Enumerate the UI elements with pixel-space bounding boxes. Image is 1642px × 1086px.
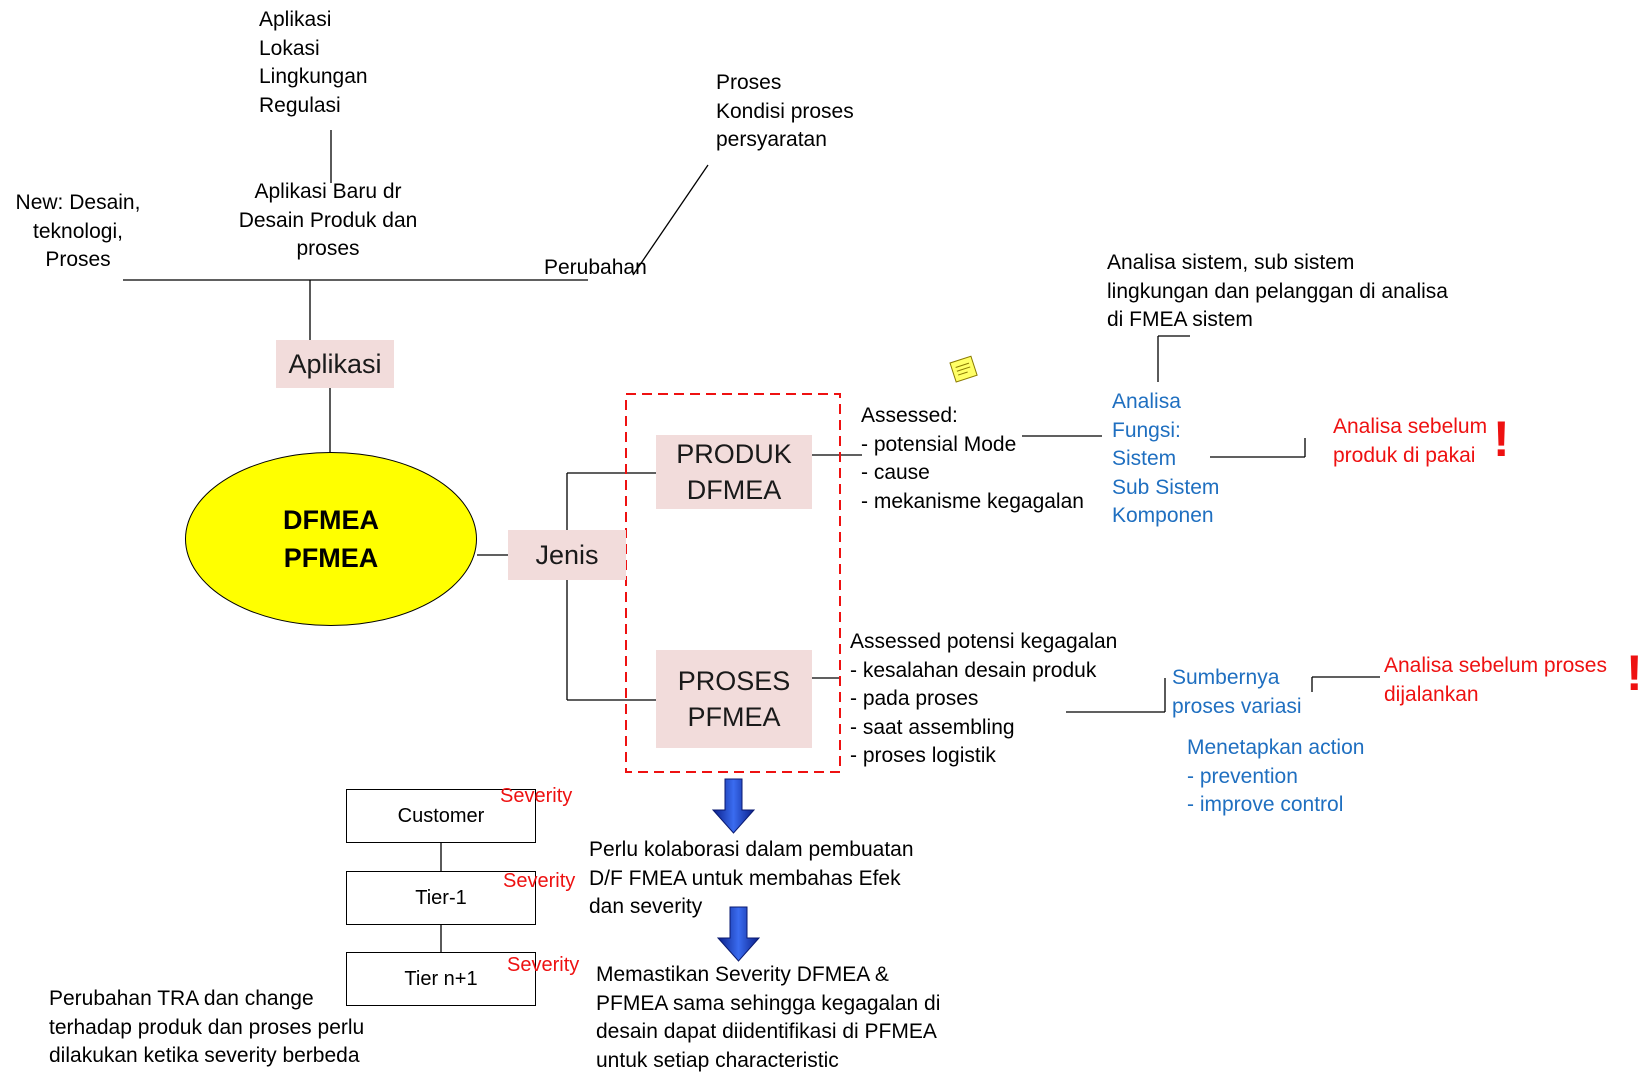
produk-dfmea-box: PRODUK DFMEA [656, 435, 812, 509]
text-line: terhadap produk dan proses perlu [49, 1015, 365, 1039]
text-line: Memastikan Severity DFMEA & [596, 963, 889, 986]
fmea-oval: DFMEA PFMEA [185, 452, 477, 626]
analisa-sistem-text: Analisa sistem, sub sistem lingkungan da… [1107, 249, 1448, 335]
text-line: dijalankan [1384, 682, 1479, 706]
text-line: Fungsi: [1112, 418, 1181, 442]
box-line: PROSES [677, 666, 791, 696]
text-line: dan severity [589, 895, 703, 918]
text-line: desain dapat diidentifikasi di PFMEA [596, 1020, 937, 1043]
text-line: PFMEA sama sehingga kegagalan di [596, 991, 941, 1015]
text-line: Assessed: [861, 404, 958, 427]
text-line: - proses logistik [850, 744, 996, 767]
text-line: Assessed potensi kegagalan [850, 630, 1118, 653]
warning-produk-text: Analisa sebelum produk di pakai [1333, 413, 1487, 470]
kolaborasi-text: Perlu kolaborasi dalam pembuatan D/F FME… [589, 836, 914, 922]
text-line: produk di pakai [1333, 443, 1476, 467]
note-icon [949, 355, 978, 383]
perubahan-tra-text: Perubahan TRA dan change terhadap produk… [49, 985, 364, 1071]
label-line: Desain Produk dan [238, 208, 418, 232]
process-change-list: Proses Kondisi proses persyaratan [716, 69, 854, 155]
severity-label: Severity [507, 954, 580, 976]
jenis-box: Jenis [508, 530, 626, 580]
down-arrow-icon [711, 778, 756, 834]
assessed-produk-text: Assessed: - potensial Mode - cause - mek… [861, 402, 1084, 516]
text-line: Analisa sistem, sub sistem [1107, 251, 1355, 274]
list-item: Lingkungan [259, 65, 368, 88]
text-line: Sumbernya [1172, 666, 1280, 689]
text-line: di FMEA sistem [1107, 308, 1253, 331]
label-line: proses [296, 237, 360, 260]
box-line: PFMEA [687, 702, 781, 732]
text-line: Komponen [1112, 504, 1214, 527]
text-line: - mekanisme kegagalan [861, 489, 1084, 513]
text-line: - kesalahan desain produk [850, 658, 1097, 682]
aplikasi-box: Aplikasi [276, 340, 394, 388]
text-line: - saat assembling [850, 715, 1015, 739]
text-line: Sistem [1112, 447, 1177, 470]
severity-label: Severity [503, 870, 576, 892]
oval-line: PFMEA [283, 543, 379, 573]
text-line: Perlu kolaborasi dalam pembuatan [589, 838, 914, 861]
list-item: persyaratan [716, 128, 827, 151]
exclamation-icon: ! [1626, 645, 1642, 701]
label-line: New: Desain, [15, 191, 141, 214]
list-item: Lokasi [259, 36, 320, 60]
proses-pfmea-box: PROSES PFMEA [656, 650, 812, 748]
text-line: Analisa sebelum proses [1384, 654, 1607, 677]
text-line: - cause [861, 461, 930, 484]
application-factors-list: Aplikasi Lokasi Lingkungan Regulasi [259, 6, 368, 120]
text-line: - potensial Mode [861, 432, 1017, 456]
box-line: DFMEA [686, 475, 782, 505]
text-line: D/F FMEA untuk membahas Efek [589, 866, 901, 890]
box-line: PRODUK [676, 439, 792, 469]
label-line: Aplikasi Baru dr [254, 180, 402, 203]
new-application-label: Aplikasi Baru dr Desain Produk dan prose… [228, 178, 428, 264]
memastikan-text: Memastikan Severity DFMEA & PFMEA sama s… [596, 961, 940, 1075]
sumbernya-text: Sumbernya proses variasi [1172, 664, 1302, 721]
list-item: Kondisi proses [716, 99, 854, 123]
list-item: Proses [716, 71, 782, 94]
text-line: - pada proses [850, 687, 979, 710]
down-arrow-icon [716, 906, 761, 962]
oval-line: DFMEA [283, 505, 379, 535]
severity-label: Severity [500, 785, 573, 807]
tier-n1-box: Tier n+1 [346, 952, 536, 1006]
text-line: - improve control [1187, 793, 1344, 816]
text-line: Perubahan TRA dan change [49, 987, 314, 1010]
exclamation-icon: ! [1493, 411, 1510, 467]
new-design-label: New: Desain, teknologi, Proses [3, 189, 153, 275]
text-line: - prevention [1187, 764, 1298, 788]
text-line: lingkungan dan pelanggan di analisa [1107, 279, 1448, 303]
text-line: proses variasi [1172, 694, 1302, 718]
customer-box: Customer [346, 789, 536, 843]
text-line: untuk setiap characteristic [596, 1048, 839, 1072]
text-line: Menetapkan action [1187, 736, 1365, 759]
text-line: Sub Sistem [1112, 475, 1220, 499]
text-line: dilakukan ketika severity berbeda [49, 1044, 360, 1067]
perubahan-label: Perubahan [544, 256, 647, 279]
text-line: Analisa [1112, 390, 1181, 413]
label-line: teknologi, [33, 219, 123, 243]
text-line: Analisa sebelum [1333, 415, 1488, 438]
analisa-fungsi-text: Analisa Fungsi: Sistem Sub Sistem Kompon… [1112, 388, 1219, 531]
tier-1-box: Tier-1 [346, 871, 536, 925]
list-item: Regulasi [259, 93, 341, 117]
warning-proses-text: Analisa sebelum proses dijalankan [1384, 652, 1607, 709]
list-item: Aplikasi [259, 8, 332, 31]
assessed-proses-text: Assessed potensi kegagalan - kesalahan d… [850, 628, 1117, 771]
label-line: Proses [45, 248, 111, 271]
menetapkan-action-text: Menetapkan action - prevention - improve… [1187, 734, 1364, 820]
